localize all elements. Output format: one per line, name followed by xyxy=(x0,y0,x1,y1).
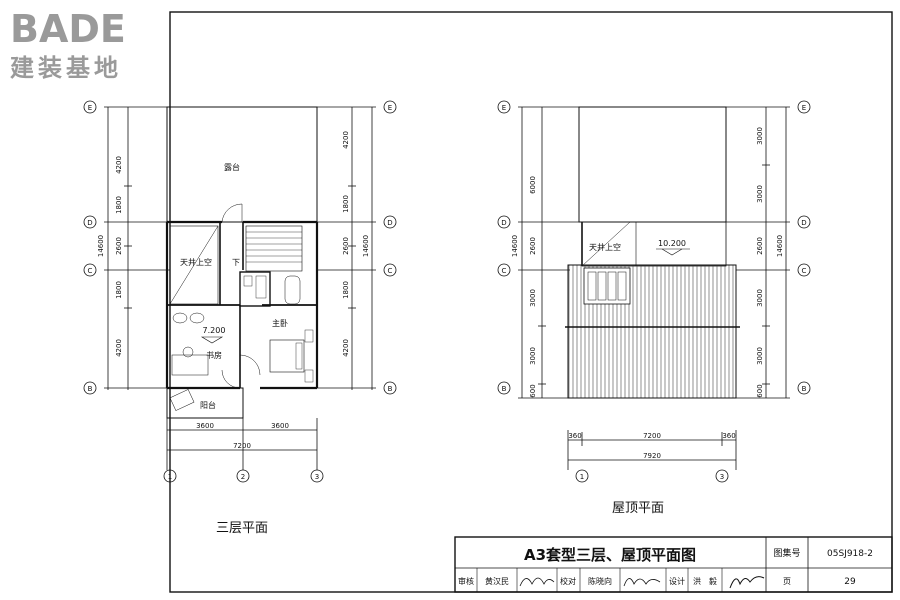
roof-grid-row-e-right: E xyxy=(802,104,806,112)
check-label: 校对 xyxy=(560,576,576,586)
roof-dim-right-5: 3000 xyxy=(756,347,764,365)
grid-col-1: 1 xyxy=(168,473,172,481)
designer-name: 洪 毅 xyxy=(693,576,717,586)
grid-row-c-left: C xyxy=(88,267,93,275)
grid-col-3: 3 xyxy=(315,473,319,481)
roof-grid-row-e-left: E xyxy=(502,104,506,112)
dim-bottom-2: 3600 xyxy=(271,422,289,430)
stair-down-label: 下 xyxy=(232,258,240,267)
roof-dim-bottom-3: 360 xyxy=(722,432,735,440)
atlas-label: 图集号 xyxy=(773,547,800,559)
roof-dim-left-3: 3000 xyxy=(529,289,537,307)
elevation-triangle-left xyxy=(200,336,224,344)
elevation-triangle-roof xyxy=(661,248,683,256)
caption-roof: 屋顶平面 xyxy=(612,501,664,516)
dim-bottom-1: 3600 xyxy=(196,422,214,430)
grid-axis-markers-right xyxy=(497,100,811,483)
grid-row-c-right: C xyxy=(388,267,393,275)
dim-left-3: 2600 xyxy=(115,237,123,255)
roof-dim-bottom-1: 360 xyxy=(568,432,581,440)
roof-plan xyxy=(518,106,790,470)
drawing-title: A3套型三层、屋顶平面图 xyxy=(524,546,696,564)
dim-right-1: 4200 xyxy=(342,131,350,149)
roof-grid-row-c-right: C xyxy=(802,267,807,275)
grid-col-2: 2 xyxy=(241,473,245,481)
third-floor-plan xyxy=(104,106,376,470)
roof-dim-right-6: 600 xyxy=(756,384,764,397)
dim-left-5: 4200 xyxy=(115,339,123,357)
checker-signature xyxy=(623,578,661,587)
dim-left-2: 1800 xyxy=(115,196,123,214)
elevation-mark-left: 7.200 xyxy=(203,326,226,335)
dim-right-total: 14600 xyxy=(362,235,370,257)
dim-right-5: 4200 xyxy=(342,339,350,357)
title-block-text: A3套型三层、屋顶平面图 图集号 05SJ918-2 审核 黄汉民 校对 陈晓向… xyxy=(458,546,873,589)
roof-dim-bottom-2: 7200 xyxy=(643,432,661,440)
room-balcony: 阳台 xyxy=(200,400,216,410)
title-block xyxy=(454,536,893,593)
room-terrace: 露台 xyxy=(224,162,240,172)
roof-grid-row-d-left: D xyxy=(501,219,506,227)
grid-row-d-left: D xyxy=(87,219,92,227)
page-label: 页 xyxy=(783,577,791,586)
room-skylight: 天井上空 xyxy=(180,257,212,267)
grid-labels-left: E D C B E D C B 1 2 3 xyxy=(87,104,392,481)
room-study: 书房 xyxy=(206,350,222,360)
roof-dim-right-total: 14600 xyxy=(776,235,784,257)
roof-dim-right-3: 2600 xyxy=(756,237,764,255)
roof-dim-bottom-total: 7920 xyxy=(643,452,661,460)
grid-row-e-right: E xyxy=(388,104,392,112)
design-label: 设计 xyxy=(669,576,685,586)
grid-axis-markers-left xyxy=(83,100,397,483)
grid-row-b-right: B xyxy=(388,385,393,393)
dim-right-4: 1800 xyxy=(342,281,350,299)
grid-row-b-left: B xyxy=(88,385,93,393)
room-master-bedroom: 主卧 xyxy=(272,318,288,328)
grid-row-e-left: E xyxy=(88,104,92,112)
roof-dim-left-5: 600 xyxy=(529,384,537,397)
grid-labels-right: E D C B E D C B 1 3 xyxy=(501,104,806,481)
third-floor-labels: 露台 天井上空 下 书房 主卧 阳台 7.200 4200 1800 2600 … xyxy=(97,131,370,536)
logo-subtitle: 建装基地 xyxy=(10,54,122,82)
atlas-number: 05SJ918-2 xyxy=(827,549,873,559)
roof-dim-right-2: 3000 xyxy=(756,185,764,203)
reviewer-name: 黄汉民 xyxy=(485,576,509,586)
dim-bottom-total: 7200 xyxy=(233,442,251,450)
dim-left-4: 1800 xyxy=(115,281,123,299)
logo-brand: BADE xyxy=(10,7,126,51)
roof-dim-right-4: 3000 xyxy=(756,289,764,307)
roof-dim-left-2: 2600 xyxy=(529,237,537,255)
designer-signature xyxy=(729,576,765,589)
page-number: 29 xyxy=(844,577,856,587)
caption-third-floor: 三层平面 xyxy=(216,521,268,536)
roof-grid-row-d-right: D xyxy=(801,219,806,227)
elevation-mark-roof: 10.200 xyxy=(658,239,686,248)
dim-right-3: 2600 xyxy=(342,237,350,255)
roof-grid-row-b-right: B xyxy=(802,385,807,393)
dim-right-2: 1800 xyxy=(342,195,350,213)
checker-name: 陈晓向 xyxy=(588,576,612,586)
roof-grid-col-1: 1 xyxy=(580,473,584,481)
review-label: 审核 xyxy=(458,576,474,586)
dim-left-total: 14600 xyxy=(97,235,105,257)
bade-logo: BADE 建装基地 xyxy=(10,7,126,82)
roof-dim-left-total: 14600 xyxy=(511,235,519,257)
roof-dim-left-1: 6000 xyxy=(529,176,537,194)
roof-grid-col-3: 3 xyxy=(720,473,724,481)
roof-grid-row-c-left: C xyxy=(502,267,507,275)
roof-plan-labels: 天井上空 10.200 6000 2600 3000 3000 600 1460… xyxy=(511,127,784,516)
reviewer-signature xyxy=(519,577,555,587)
roof-dim-left-4: 3000 xyxy=(529,347,537,365)
dim-left-1: 4200 xyxy=(115,156,123,174)
roof-room-skylight: 天井上空 xyxy=(589,242,621,252)
roof-grid-row-b-left: B xyxy=(502,385,507,393)
grid-row-d-right: D xyxy=(387,219,392,227)
roof-dim-right-1: 3000 xyxy=(756,127,764,145)
